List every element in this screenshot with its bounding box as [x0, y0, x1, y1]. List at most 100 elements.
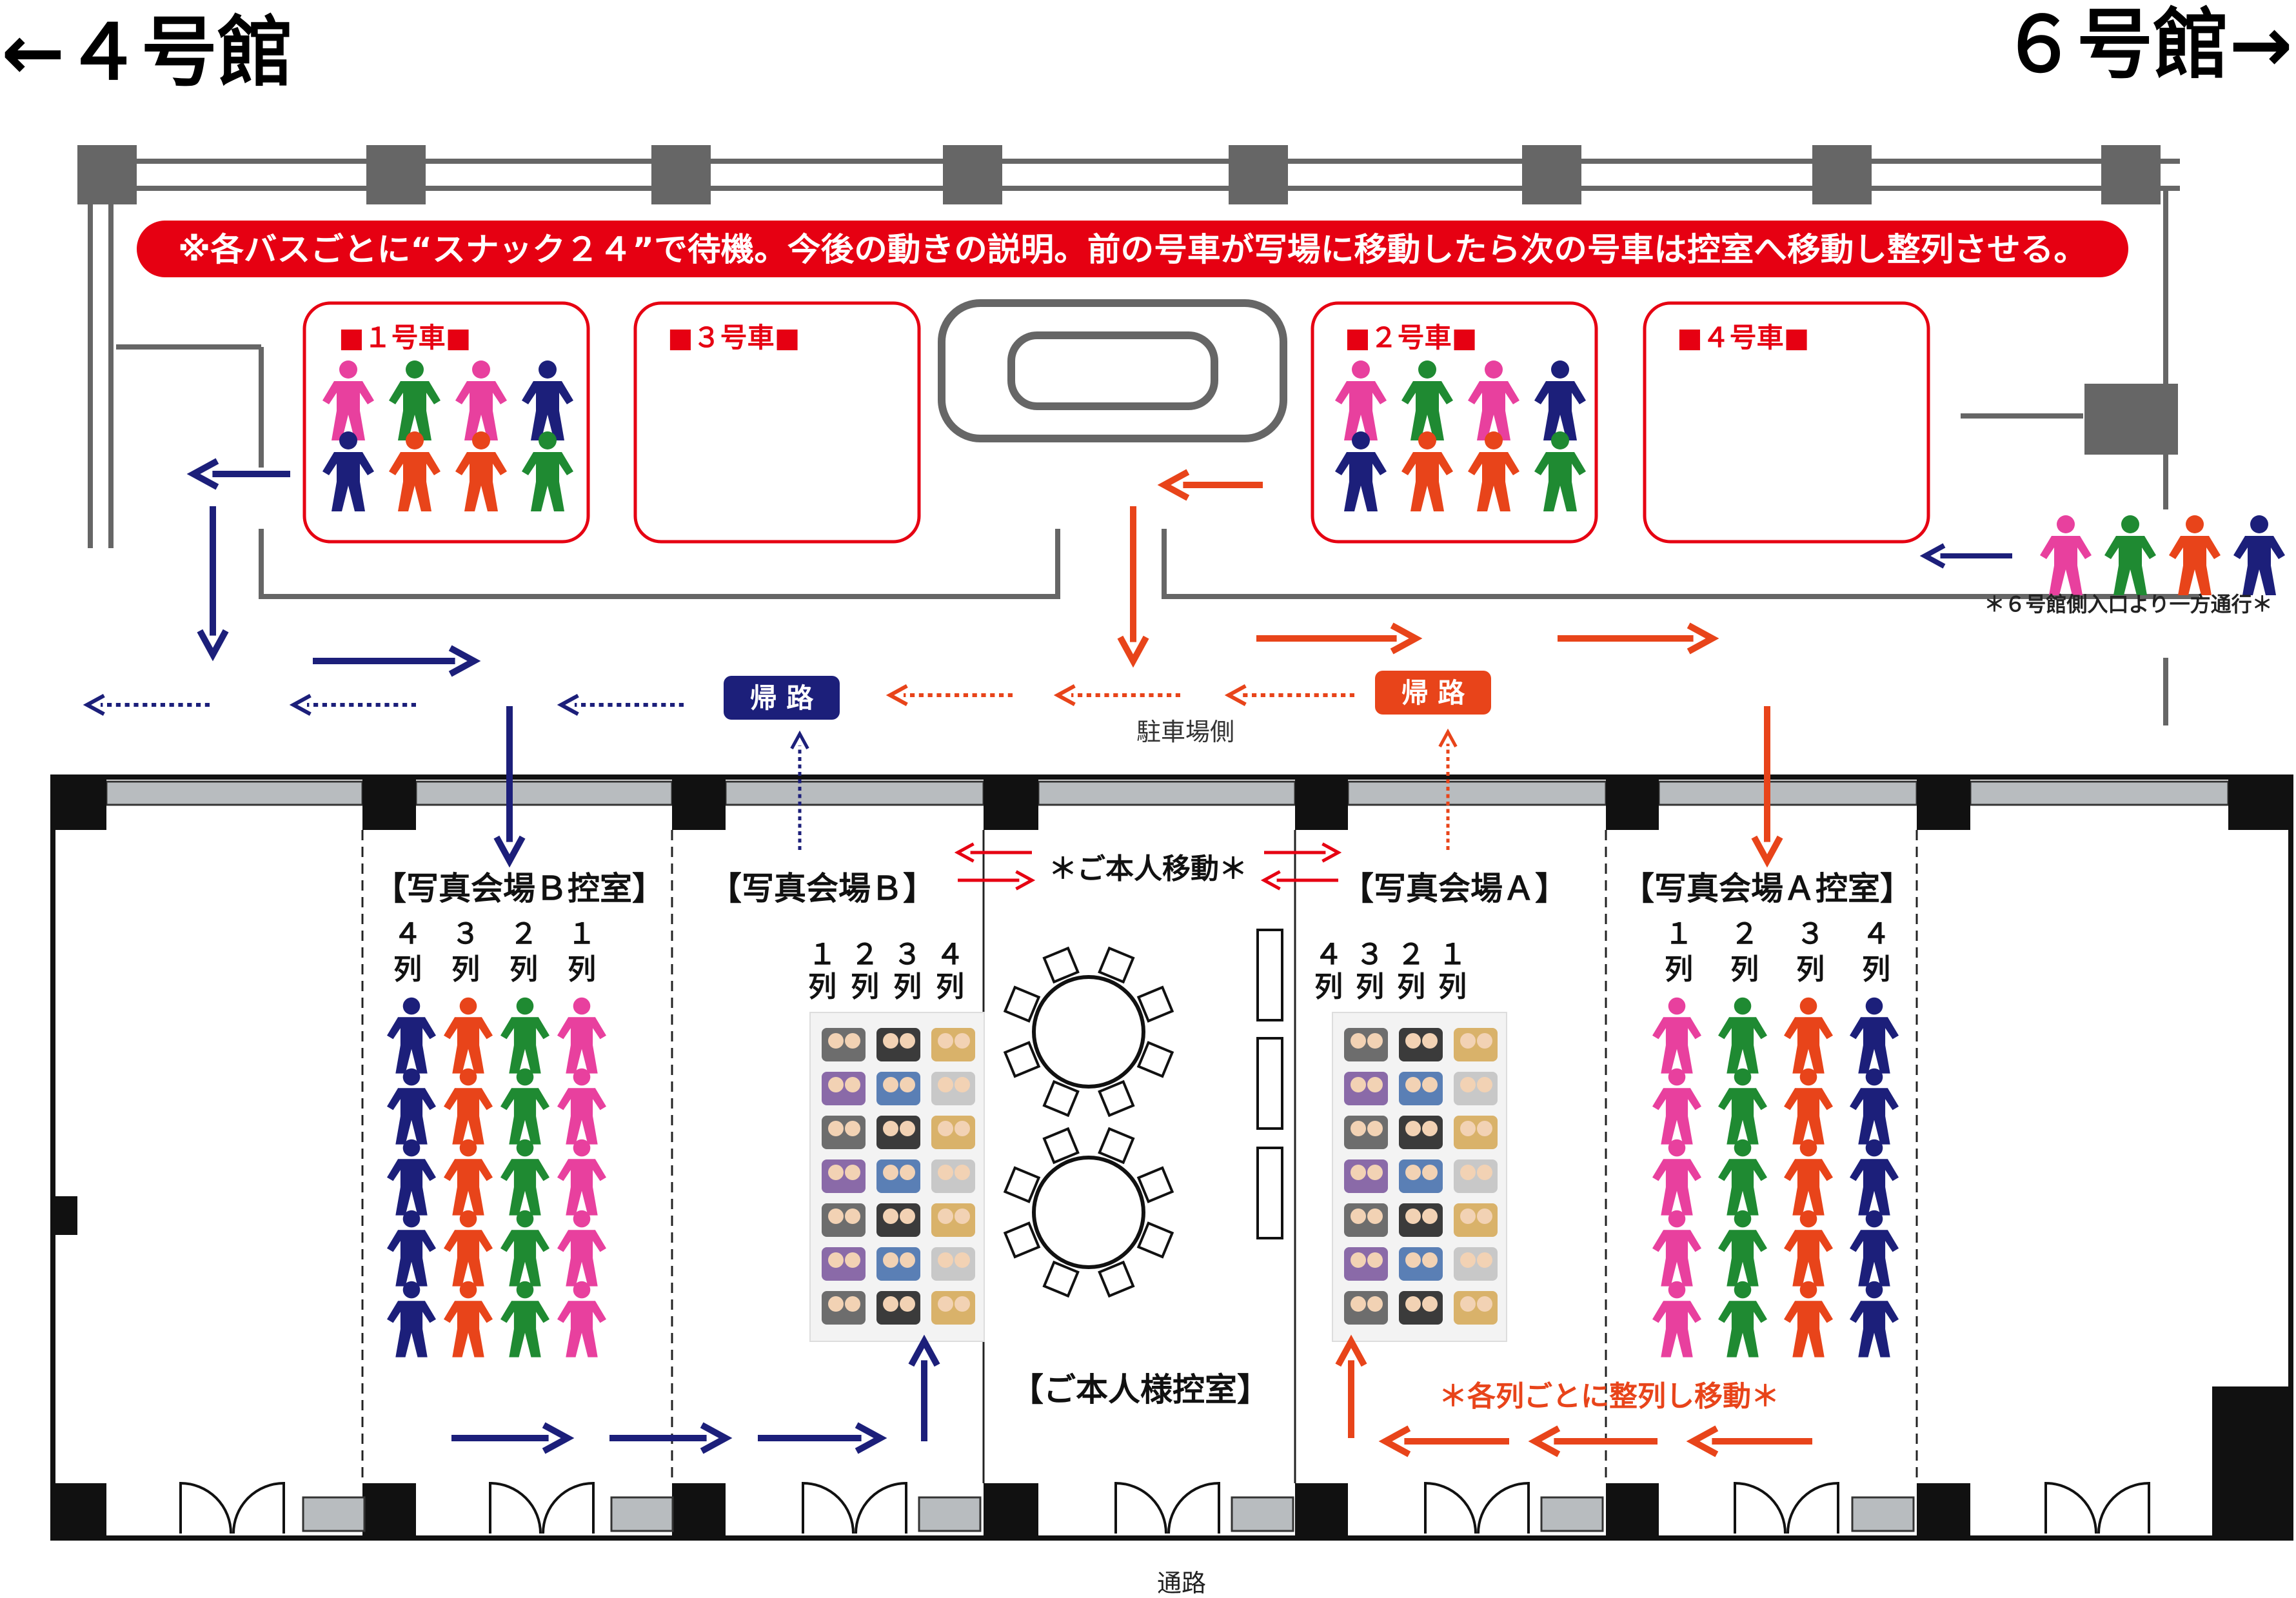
- group-photo-icon: [1399, 1159, 1443, 1193]
- hall-building: [50, 774, 2293, 1541]
- group-photo-icon: [876, 1291, 920, 1325]
- column-number: ４: [1314, 938, 1343, 971]
- person-icon: [1534, 431, 1586, 511]
- return-path-navy-label: 帰 路: [750, 682, 815, 714]
- flow-arrow: [790, 730, 809, 850]
- group-photo-icon: [1399, 1247, 1443, 1281]
- flow-arrow: [1053, 684, 1180, 707]
- flow-arrow: [1264, 842, 1342, 863]
- column-unit: 列: [808, 971, 836, 1003]
- return-path-orange-label: 帰 路: [1401, 677, 1466, 709]
- double-door-icon: [179, 1481, 366, 1534]
- flow-arrow: [451, 1422, 575, 1454]
- column-unit: 列: [1356, 971, 1384, 1003]
- group-photo-icon: [1399, 1116, 1443, 1149]
- double-door-icon: [1114, 1481, 1294, 1534]
- group-photo-icon: [876, 1203, 920, 1237]
- instruction-banner-text: ※各バスごとに“スナック２４”で待機。今後の動きの説明。前の号車が写場に移動した…: [178, 231, 2087, 268]
- center-counter: [938, 299, 1287, 442]
- flow-arrow: [609, 1422, 733, 1454]
- flow-arrow: [1686, 1425, 1812, 1457]
- group-photo-icon: [822, 1247, 866, 1281]
- bus-2-area: ■２号車■: [1311, 301, 1598, 544]
- group-photo-icon: [822, 1291, 866, 1325]
- doors: [179, 1481, 2150, 1534]
- column-unit: 列: [1862, 953, 1890, 986]
- flow-arrow: [1528, 1425, 1658, 1457]
- flow-arrow: [954, 842, 1032, 863]
- vip-move-label: ＊ご本人移動＊: [1049, 853, 1247, 885]
- person-icon: [1335, 360, 1387, 440]
- person-icon: [389, 431, 440, 511]
- instruction-banner: [137, 221, 2128, 277]
- corridor-label: 通路: [1157, 1569, 1206, 1597]
- return-path-navy: 帰 路: [724, 676, 840, 720]
- person-icon: [2040, 515, 2092, 595]
- column-number: ２: [851, 938, 879, 971]
- person-icon: [455, 360, 507, 440]
- flow-arrow: [1919, 543, 2012, 569]
- group-photo-icon: [1454, 1159, 1498, 1193]
- column-number: ２: [1730, 918, 1759, 951]
- group-photo-icon: [1399, 1028, 1443, 1061]
- flow-arrow: [1256, 622, 1423, 655]
- double-door-icon: [489, 1481, 674, 1534]
- group-photo-icon: [931, 1116, 975, 1149]
- person-icon: [522, 360, 573, 440]
- group-photo-icon: [1344, 1159, 1388, 1193]
- column-number: ３: [1356, 938, 1384, 971]
- flow-arrow: [186, 458, 290, 490]
- column-unit: 列: [1665, 953, 1693, 986]
- group-photo-icon: [1454, 1291, 1498, 1325]
- group-photo-icon: [1344, 1072, 1388, 1105]
- flow-arrow: [1260, 870, 1338, 891]
- group-photo-icon: [1454, 1116, 1498, 1149]
- entrance-note: ＊６号館側入口より一方通行＊: [1984, 592, 2272, 617]
- column-unit: 列: [451, 953, 480, 986]
- group-photo-icon: [1454, 1028, 1498, 1061]
- flow-arrow: [197, 506, 229, 662]
- group-photo-icon: [876, 1247, 920, 1281]
- flow-arrow: [886, 684, 1013, 707]
- group-photo-icon: [931, 1159, 975, 1193]
- flow-arrow: [313, 645, 481, 677]
- column-unit: 列: [1438, 971, 1467, 1003]
- person-icon: [1335, 431, 1387, 511]
- group-photo-icon: [876, 1028, 920, 1061]
- row-move-label: ＊各列ごとに整列し移動＊: [1439, 1380, 1779, 1413]
- backdrop-panels: [1256, 929, 1283, 1239]
- group-photo-icon: [876, 1072, 920, 1105]
- column-unit: 列: [1397, 971, 1425, 1003]
- flow-arrow: [1117, 506, 1149, 668]
- person-icon: [522, 431, 573, 511]
- column-number: ２: [1397, 938, 1425, 971]
- group-photo-icon: [1454, 1072, 1498, 1105]
- column-number: １: [1438, 938, 1467, 971]
- bus-1-area: ■１号車■: [302, 301, 590, 544]
- group-photo-icon: [931, 1028, 975, 1061]
- photo-room-b-label: 【写真会場Ｂ】: [709, 870, 935, 907]
- person-icon: [1534, 360, 1586, 440]
- group-photo-icon: [822, 1203, 866, 1237]
- group-photo-icon: [1344, 1247, 1388, 1281]
- person-icon: [1401, 431, 1453, 511]
- group-photo-icon: [876, 1159, 920, 1193]
- group-photo-icon: [931, 1291, 975, 1325]
- group-photo-a: [1332, 1012, 1507, 1342]
- bus-4-label: ■４号車■: [1677, 322, 1809, 353]
- flow-arrow: [1438, 728, 1458, 850]
- column-number: ４: [393, 918, 422, 951]
- double-door-icon: [1734, 1481, 1915, 1534]
- flow-arrows: [83, 458, 2012, 1457]
- group-photo-icon: [822, 1072, 866, 1105]
- column-number: ２: [510, 918, 538, 951]
- bus-1-label: ■１号車■: [339, 322, 471, 353]
- group-photo-icon: [822, 1028, 866, 1061]
- column-number: １: [568, 918, 596, 951]
- column-unit: 列: [1796, 953, 1825, 986]
- column-unit: 列: [893, 971, 922, 1003]
- group-photo-b: [809, 1012, 985, 1342]
